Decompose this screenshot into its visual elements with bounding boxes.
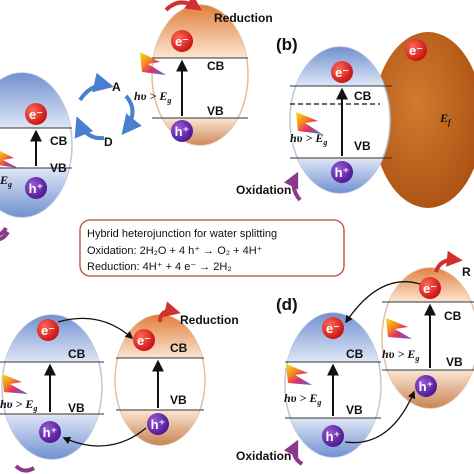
hole-icon [25, 177, 47, 199]
electron-icon [405, 39, 427, 61]
photon-energy-label: hυ > Eg [284, 391, 321, 407]
electron-icon [419, 277, 441, 299]
cb-label: CB [444, 309, 462, 323]
panel-label-d: (d) [276, 295, 298, 314]
hole-label: h⁺ [175, 124, 190, 139]
oxidation-label: Oxidation [236, 449, 291, 463]
reduction-label-fragment: R [462, 265, 471, 279]
hole-label: h⁺ [43, 425, 58, 440]
vb-label: VB [68, 401, 85, 415]
cb-label: CB [354, 89, 372, 103]
cb-label: CB [346, 347, 364, 361]
vb-label: VB [446, 355, 463, 369]
oxidation-arrow-fragment [14, 464, 36, 473]
semiconductor-a1: e⁻ h⁺ CB VB Eg [0, 72, 73, 237]
metal-particle [373, 32, 474, 208]
oxidation-arrow-fragment [0, 226, 8, 237]
vb-label: VB [346, 403, 363, 417]
acceptor-label: A [112, 80, 121, 94]
panel-a: e⁻ h⁺ CB VB Eg e⁻ h⁺ CB VB h [0, 0, 273, 237]
electron-icon [171, 30, 193, 52]
light-bolt-icon [2, 374, 28, 394]
light-bolt-icon [386, 318, 412, 339]
donor-label: D [104, 135, 113, 149]
hole-transfer-arrow [62, 427, 147, 447]
panel-c: e⁻ h⁺ CB VB hυ > Eg e⁻ h⁺ CB VB Reductio… [0, 301, 239, 473]
hole-label: h⁺ [151, 417, 166, 432]
info-box: Hybrid heterojunction for water splittin… [79, 219, 345, 277]
light-bolt-icon [296, 112, 322, 134]
cb-label: CB [207, 59, 225, 73]
hole-icon [331, 161, 353, 183]
info-box-title: Hybrid heterojunction for water splittin… [87, 228, 277, 240]
electron-transfer-arrow [345, 281, 421, 324]
electron-label: e⁻ [175, 34, 189, 49]
electron-label: e⁻ [29, 107, 43, 122]
reduction-label: Reduction [180, 313, 239, 327]
vb-label: VB [354, 139, 371, 153]
electron-label: e⁻ [137, 333, 151, 348]
electron-icon [331, 61, 353, 83]
electron-label: e⁻ [423, 281, 437, 296]
fermi-level-label: Ef [439, 111, 452, 127]
electron-label: e⁻ [326, 321, 340, 336]
oxidation-arrow [283, 439, 304, 466]
oxidation-label: Oxidation [236, 183, 291, 197]
vb-label: VB [170, 393, 187, 407]
electron-icon [25, 103, 47, 125]
cb-label: CB [170, 341, 188, 355]
light-bolt-icon [140, 52, 166, 75]
hole-transfer-arrow [344, 390, 416, 444]
cb-label: CB [68, 347, 86, 361]
reduction-arrow [158, 301, 181, 323]
hole-label: h⁺ [29, 181, 44, 196]
oxidation-arrow [283, 171, 302, 202]
reduction-equation: Reduction: 4H⁺ + 4 e⁻ → 2H₂ [87, 261, 232, 273]
hole-icon [147, 413, 169, 435]
photon-energy-label: hυ > Eg [0, 397, 37, 413]
light-bolt-icon [286, 364, 312, 385]
cb-label: CB [50, 134, 68, 148]
vb-label: VB [207, 104, 224, 118]
panel-d: (d) e⁻ h⁺ CB VB hυ > Eg R e⁻ h⁺ CB VB [236, 250, 474, 466]
panel-label-b: (b) [276, 35, 298, 54]
panel-b: (b) Ef e⁻ e⁻ h⁺ CB VB hυ > Eg Oxidation [236, 32, 474, 208]
hole-icon [39, 421, 61, 443]
photon-energy-label: hυ > Eg [382, 347, 419, 363]
hole-label: h⁺ [335, 165, 350, 180]
reduction-arrow [164, 0, 202, 12]
vb-label: VB [50, 161, 67, 175]
hole-label: h⁺ [419, 379, 434, 394]
eg-label: Eg [0, 173, 12, 189]
hole-icon [171, 120, 193, 142]
reduction-label: Reduction [214, 11, 273, 25]
semiconductor-a2: e⁻ h⁺ CB VB hυ > Eg Reduction [134, 0, 273, 146]
hole-icon [322, 425, 344, 447]
electron-label: e⁻ [409, 43, 423, 58]
electron-label: e⁻ [41, 323, 55, 338]
electron-label: e⁻ [335, 65, 349, 80]
oxidation-equation: Oxidation: 2H₂O + 4 h⁺ → O₂ + 4H⁺ [87, 245, 263, 257]
hole-label: h⁺ [326, 429, 341, 444]
hole-icon [415, 375, 437, 397]
panel-a-oxidation [0, 230, 10, 242]
redox-cycle: A D [74, 72, 142, 149]
light-bolt-icon [0, 151, 18, 168]
electron-icon [133, 329, 155, 351]
electron-transfer-arrow [57, 317, 134, 340]
photon-energy-label: hυ > Eg [134, 89, 171, 105]
electron-icon [37, 319, 59, 341]
electron-icon [322, 317, 344, 339]
reduction-arrow [434, 250, 463, 273]
photon-energy-label: hυ > Eg [290, 131, 327, 147]
